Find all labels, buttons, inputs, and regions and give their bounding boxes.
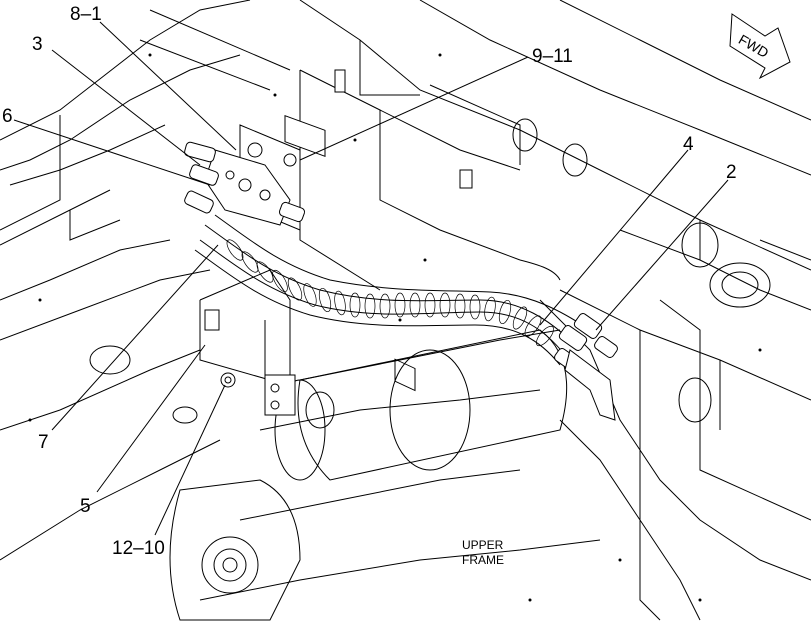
label-upper: UPPER	[462, 538, 504, 552]
valve-block	[184, 124, 306, 231]
callout-2: 2	[726, 162, 737, 183]
hose-bundle	[194, 214, 618, 421]
callouts: 8–1 3 6 9–11 4 2 7 5 12–10	[2, 4, 737, 559]
callout-9-11: 9–11	[532, 46, 573, 67]
callout-7: 7	[38, 432, 49, 453]
leader-lines	[13, 21, 729, 536]
callout-6: 6	[2, 106, 13, 127]
region-label: UPPER FRAME	[462, 538, 504, 567]
fastener-dots	[28, 53, 762, 602]
callout-4: 4	[683, 134, 694, 155]
callout-5: 5	[80, 496, 91, 517]
spiral-guard	[226, 239, 554, 347]
callout-3: 3	[32, 34, 43, 55]
fwd-arrow: FWD	[729, 13, 791, 80]
callout-12-10: 12–10	[112, 538, 165, 559]
label-frame: FRAME	[462, 553, 504, 567]
callout-8-1: 8–1	[70, 4, 102, 25]
